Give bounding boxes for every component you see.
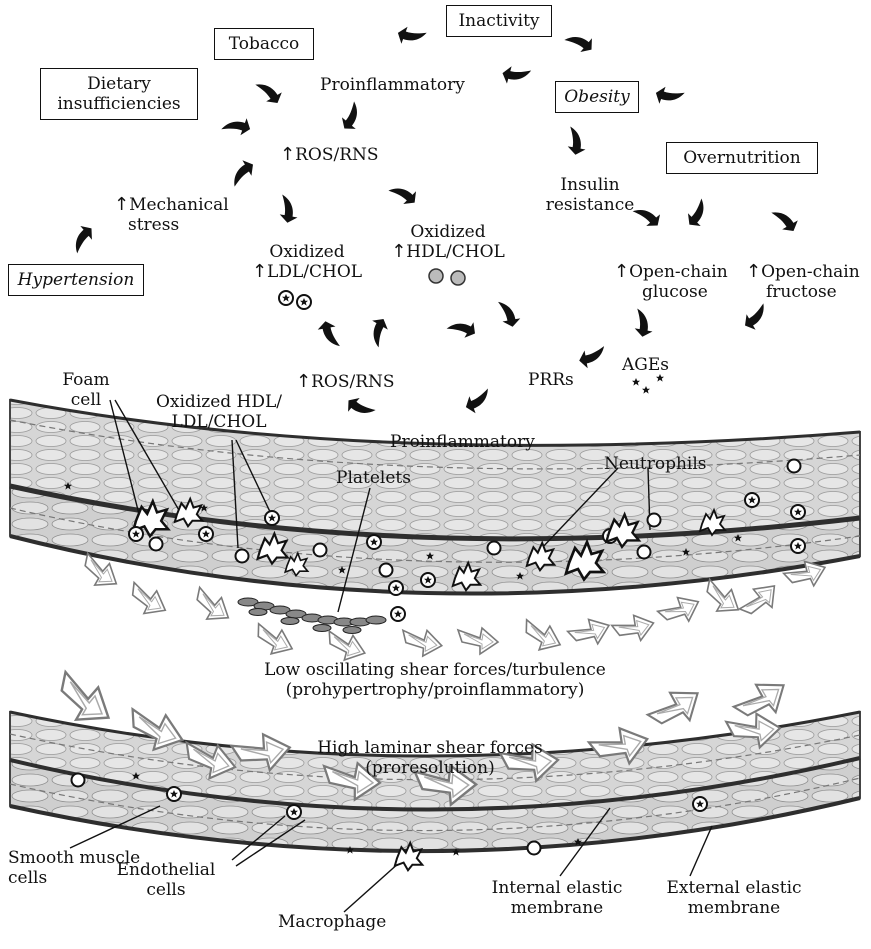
upper-vessel <box>10 400 860 594</box>
flow-arrow-icon <box>518 618 564 656</box>
curved-arrow-icon <box>653 83 685 110</box>
ros-rns-top: ↑ROS/RNS <box>280 145 379 165</box>
flow-arrow-icon <box>698 578 746 621</box>
curved-arrow-icon <box>395 23 427 50</box>
open-chain-glucose: ↑Open-chain glucose <box>614 262 728 302</box>
curved-arrow-icon <box>740 303 773 333</box>
curved-arrow-icon <box>462 388 494 415</box>
flow-arrow-icon <box>188 586 236 629</box>
flow-arrow-icon <box>611 610 657 648</box>
increase-arrow-icon: ↑ <box>391 241 406 262</box>
curved-arrow-icon <box>221 111 253 138</box>
internal-elastic-label: Internal elastic membrane <box>482 878 632 918</box>
inactivity-box: Inactivity <box>446 5 552 37</box>
foam-cell-label: Foam cell <box>56 370 116 410</box>
insulin-resistance: Insulin resistance <box>540 175 640 215</box>
external-elastic-label: External elastic membrane <box>654 878 814 918</box>
inactivity-label: Inactivity <box>458 11 539 31</box>
oxidized-hdl-ldl-label: Oxidized HDL/ LDL/CHOL <box>146 392 292 432</box>
dietary-insufficiencies-box: Dietary insufficiencies <box>40 68 198 120</box>
curved-arrow-icon <box>682 198 715 231</box>
curved-arrow-icon <box>447 312 480 342</box>
mechanical-stress: ↑Mechanical stress <box>114 195 229 235</box>
ages-label: AGEs <box>622 355 669 375</box>
oxidized-ldl: Oxidized ↑LDL/CHOL <box>242 242 372 282</box>
curved-arrow-icon <box>362 315 392 348</box>
curved-arrow-icon <box>65 221 98 253</box>
high-shear-label: High laminar shear forces (proresolution… <box>310 738 550 778</box>
flow-arrow-icon <box>401 628 443 657</box>
oxidized-hdl: Oxidized ↑HDL/CHOL <box>380 222 516 262</box>
curved-arrow-icon <box>566 126 589 156</box>
flow-arrow-icon <box>657 590 705 633</box>
curved-arrow-icon <box>564 25 597 57</box>
flow-arrow-icon <box>567 613 614 653</box>
low-shear-label: Low oscillating shear forces/turbulence … <box>200 660 670 700</box>
increase-arrow-icon: ↑ <box>252 261 267 282</box>
dietary-line-1: Dietary <box>47 74 191 94</box>
platelets-label: Platelets <box>336 468 411 488</box>
curved-arrow-icon <box>337 101 369 134</box>
ros-rns-bottom: ↑ROS/RNS <box>296 372 395 392</box>
increase-arrow-icon: ↑ <box>746 261 761 282</box>
curved-arrow-icon <box>388 177 421 210</box>
curved-arrow-icon <box>343 393 376 425</box>
curved-arrow-icon <box>500 63 531 88</box>
increase-arrow-icon: ↑ <box>614 261 629 282</box>
increase-arrow-icon: ↑ <box>114 194 129 215</box>
curved-arrow-icon <box>278 194 301 224</box>
curved-arrow-icon <box>577 346 607 369</box>
endothelial-label: Endothelial cells <box>104 860 228 900</box>
dietary-line-2: insufficiencies <box>47 94 191 114</box>
hypertension-label: Hypertension <box>18 270 135 290</box>
open-chain-fructose: ↑Open-chain fructose <box>746 262 860 302</box>
obesity-box: Obesity <box>555 81 639 113</box>
curved-arrow-icon <box>498 299 521 329</box>
flow-arrow-icon <box>458 628 498 654</box>
flow-arrow-icon <box>124 581 171 621</box>
flow-arrow-icon <box>738 577 784 624</box>
obesity-label: Obesity <box>564 87 629 107</box>
neutrophils-label: Neutrophils <box>604 454 707 474</box>
flow-arrow-icon <box>250 622 296 660</box>
tobacco-label: Tobacco <box>229 34 300 54</box>
macrophage-label: Macrophage <box>278 912 386 932</box>
curved-arrow-icon <box>317 319 340 349</box>
prrs-label: PRRs <box>528 370 574 390</box>
increase-arrow-icon: ↑ <box>280 144 295 165</box>
curved-arrow-icon <box>771 203 801 236</box>
hypertension-box: Hypertension <box>8 264 144 296</box>
curved-arrow-icon <box>633 308 656 338</box>
curved-arrow-icon <box>225 157 258 187</box>
overnutrition-box: Overnutrition <box>666 142 818 174</box>
tobacco-box: Tobacco <box>214 28 314 60</box>
curved-arrow-icon <box>255 75 285 108</box>
overnutrition-label: Overnutrition <box>683 148 800 168</box>
proinflammatory-bottom: Proinflammatory <box>390 432 535 452</box>
increase-arrow-icon: ↑ <box>296 371 311 392</box>
proinflammatory-top: Proinflammatory <box>320 75 465 95</box>
